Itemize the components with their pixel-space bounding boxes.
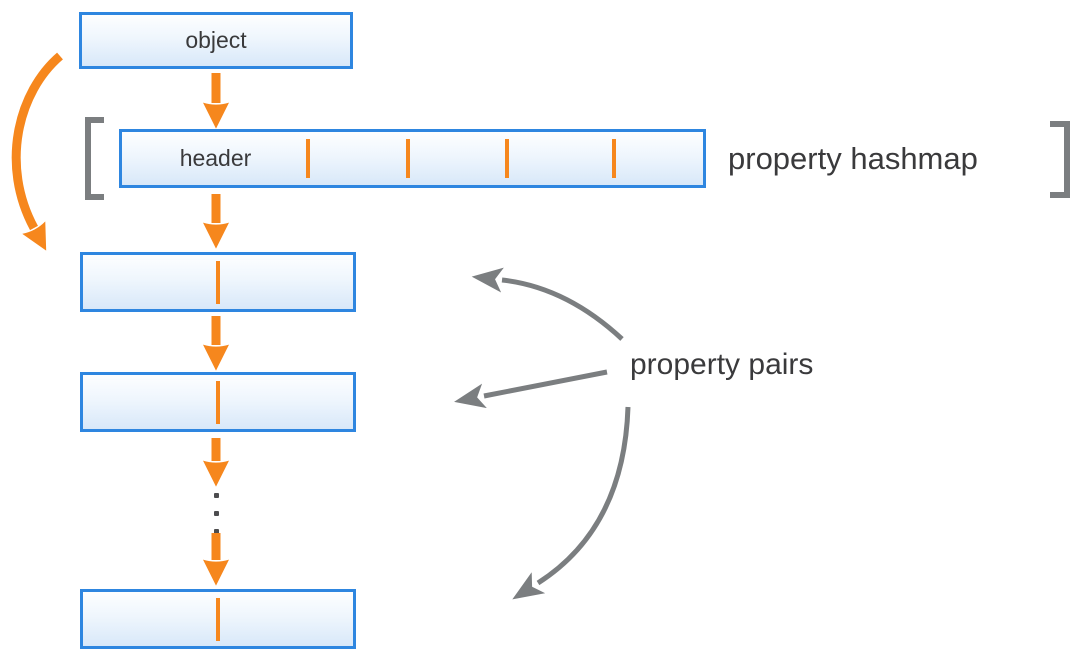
pairs-pointer-arrow-bottom [512, 406, 631, 600]
ellipsis-dot [214, 529, 219, 534]
hashmap-slot-divider [505, 139, 509, 178]
object-box: object [79, 12, 353, 69]
pair-divider [216, 261, 220, 304]
property-hashmap-caption: property hashmap [728, 140, 978, 176]
hashmap-slot-divider [306, 139, 310, 178]
property-pair-box-2 [80, 372, 356, 432]
object-box-label: object [185, 27, 247, 53]
property-pair-box-3 [80, 589, 356, 649]
header-box-label: header [179, 145, 252, 171]
ellipsis-dot [214, 511, 219, 516]
property-pair-box-1 [80, 252, 356, 312]
hashmap-slot-divider [612, 139, 616, 178]
hashmap-slot-divider [406, 139, 410, 178]
pair-divider [216, 381, 220, 424]
property-pairs-caption: property pairs [630, 348, 814, 381]
pairs-pointer-arrow-middle [454, 369, 608, 409]
pair-divider [216, 598, 220, 641]
right-bracket [1050, 121, 1070, 198]
left-bracket [85, 117, 104, 200]
ellipsis-dot [214, 493, 219, 498]
pairs-pointer-arrow-top [471, 267, 624, 341]
arrow-object-to-pair1-curved [11, 52, 63, 251]
property-hashmap-box: header [119, 129, 706, 188]
